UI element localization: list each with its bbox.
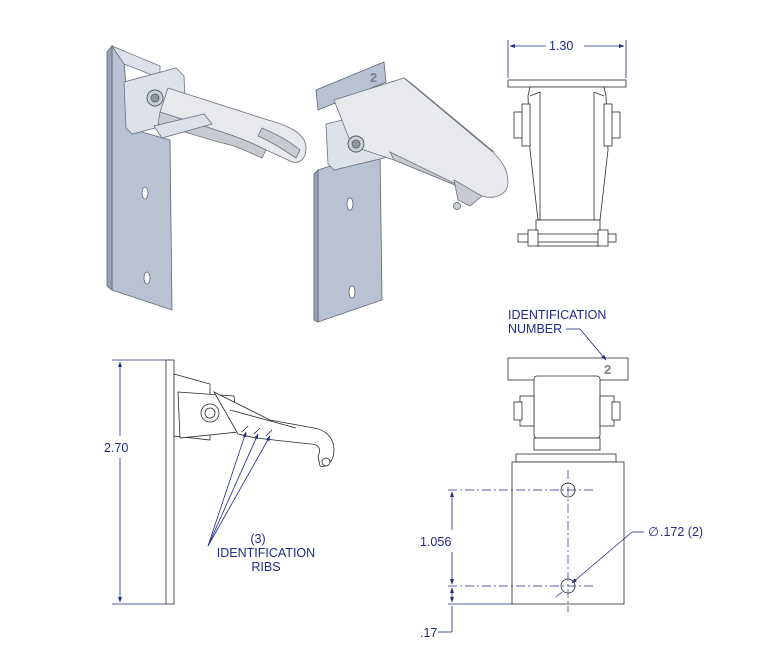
mount-hole — [346, 197, 354, 211]
ribs-label-line1: IDENTIFICATION — [217, 546, 315, 560]
top-tab — [315, 61, 387, 111]
isometric-view-right: 2 — [313, 61, 509, 323]
part-number-iso: 2 — [370, 70, 377, 85]
idnum-label-line2: NUMBER — [508, 322, 562, 336]
hinge-body — [533, 375, 601, 439]
side-plate — [165, 359, 175, 605]
dimension-height: 2.70 — [104, 441, 128, 455]
dimension-hole-spacing: 1.056 — [420, 535, 451, 549]
top-view: 1.30 — [507, 39, 627, 247]
mount-hole — [348, 285, 356, 299]
diameter-symbol: ∅ — [648, 525, 659, 539]
idnum-label-line1: IDENTIFICATION — [508, 308, 606, 322]
side-view: 2.70 (3) IDENTIFICATION RIBS — [104, 359, 335, 605]
dimension-hole-offset: .17 — [420, 626, 437, 640]
part-number-front: 2 — [604, 362, 611, 377]
ribs-label-line2: RIBS — [251, 560, 280, 574]
front-view: 2 1.056 .17 ∅ .172 (2) IDENTIF — [420, 308, 703, 640]
dimension-width: 1.30 — [549, 39, 573, 53]
isometric-view-left — [106, 44, 307, 311]
mount-hole — [143, 271, 151, 285]
ribs-count: (3) — [250, 532, 265, 546]
base-plate-edge — [106, 44, 113, 291]
latch-lever — [333, 77, 509, 198]
dimension-hole-diameter: .172 (2) — [660, 525, 703, 539]
mount-hole — [141, 186, 149, 200]
